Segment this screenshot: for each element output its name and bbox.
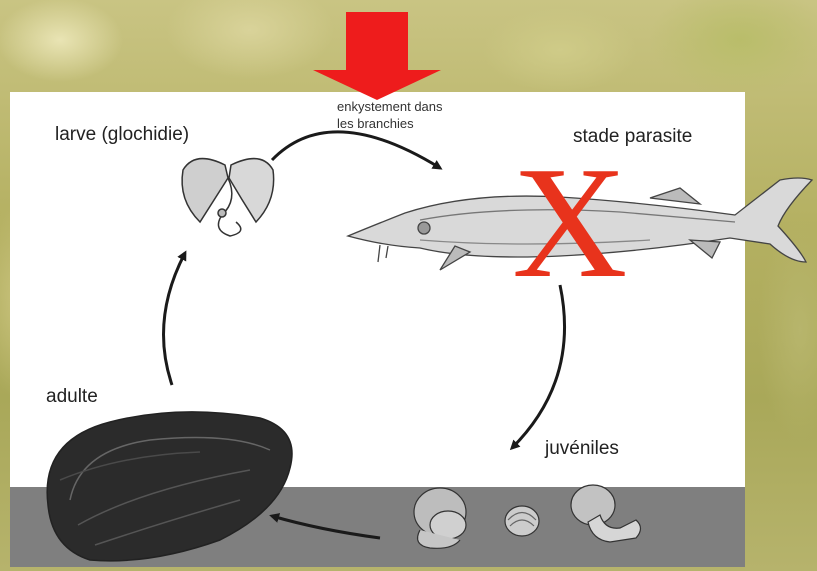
arrow-larva-to-fish	[272, 132, 440, 168]
adult-mussel-icon	[47, 412, 292, 561]
arrow-juveniles-to-adult	[272, 516, 380, 538]
encystment-label-line1: enkystement dans	[337, 98, 443, 115]
encystment-label: enkystement dans les branchies	[337, 98, 443, 132]
larva-label: larve (glochidie)	[55, 124, 189, 146]
juvenile-mussel-icon	[414, 485, 641, 548]
glochidium-larva-icon	[182, 159, 274, 236]
encystment-label-line2: les branchies	[337, 115, 443, 132]
juveniles-label: juvéniles	[545, 438, 619, 460]
red-cross-mark: X	[512, 142, 628, 302]
arrow-adult-to-larva	[164, 253, 185, 385]
red-down-arrow-icon	[313, 12, 441, 100]
adult-label: adulte	[46, 386, 98, 408]
